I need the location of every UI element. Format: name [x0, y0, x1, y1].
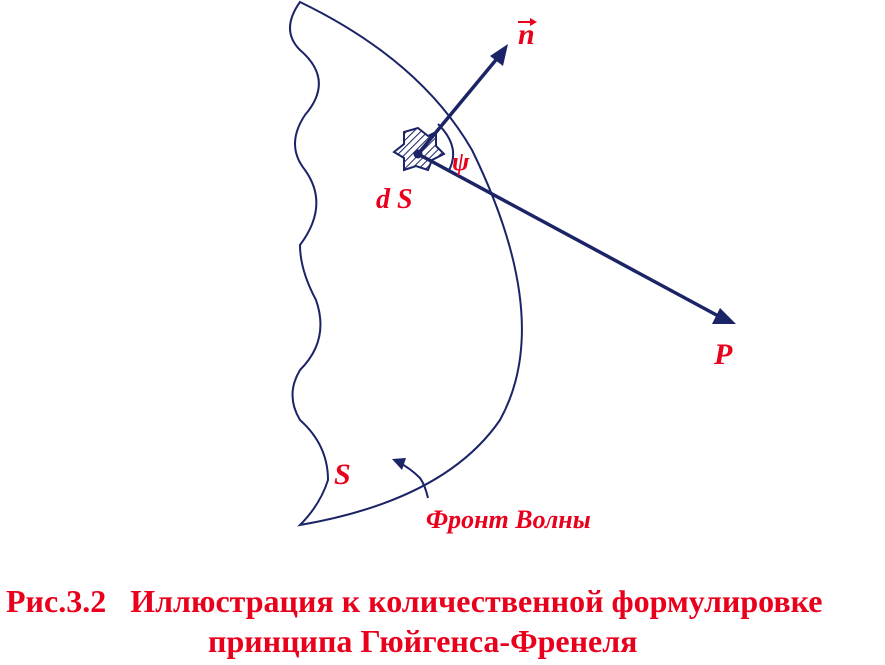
caption-line-2: принципа Гюйгенса-Френеля	[208, 623, 637, 659]
wave-front-label: Фронт Волны	[426, 505, 591, 534]
wave-front-pointer	[397, 461, 429, 499]
direction-to-p-line	[417, 152, 723, 320]
normal-label: n	[518, 18, 535, 51]
angle-label: ψ	[452, 147, 470, 176]
element-label: d S	[376, 184, 413, 215]
normal-vector-bar-arrowhead-icon	[530, 18, 537, 26]
direction-to-p-arrowhead	[712, 308, 736, 324]
wave-front-outline	[289, 0, 523, 527]
caption-line-1: Рис.3.2 Иллюстрация к количественной фор…	[6, 583, 822, 619]
normal-vector-line	[416, 53, 502, 156]
surface-s-label: S	[334, 458, 351, 491]
wave-front-pointer-arrowhead	[392, 458, 406, 470]
point-p-label: P	[713, 338, 733, 371]
normal-vector-arrowhead	[490, 44, 508, 66]
